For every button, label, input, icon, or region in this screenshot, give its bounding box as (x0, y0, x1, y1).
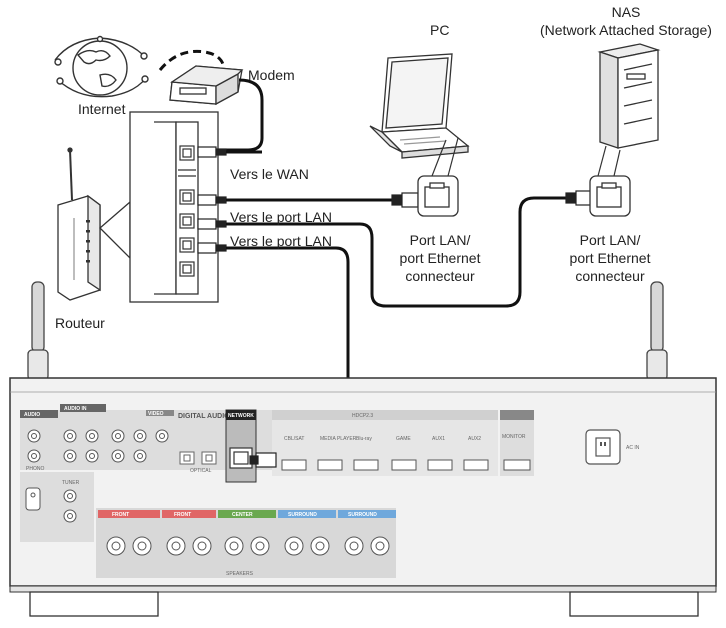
router-label: Routeur (55, 315, 105, 331)
nas-port-line1: Port LAN/ (579, 232, 641, 248)
svg-text:SURROUND: SURROUND (288, 512, 317, 518)
phono-label: PHONO (26, 466, 44, 472)
router-back-panel (129, 111, 219, 303)
svg-text:FRONT: FRONT (112, 512, 129, 518)
globe-icon (54, 35, 149, 98)
receiver-feet (29, 591, 699, 617)
network-label: NETWORK (228, 413, 254, 419)
pc-port-line2: port Ethernet (399, 250, 481, 266)
svg-text:CBL/SAT: CBL/SAT (284, 436, 304, 442)
router-zoom-callout (99, 200, 131, 260)
network-port (229, 447, 253, 469)
svg-text:AUX2: AUX2 (468, 436, 481, 442)
router-plugs (197, 146, 227, 254)
audio-jacks (27, 429, 169, 523)
optical-label: OPTICAL (190, 468, 212, 474)
speaker-group-headers: FRONT FRONT CENTER SURROUND SURROUND (98, 510, 396, 518)
ethernet-port-icon (417, 175, 459, 217)
digital-audio-label: DIGITAL AUDIO (178, 413, 230, 420)
wan-cable (212, 78, 264, 152)
receiver-antenna-left (27, 281, 49, 391)
speakers-label: SPEAKERS (226, 571, 254, 577)
lan-port-label-1: Vers le port LAN (230, 209, 332, 225)
nas-plug (565, 190, 593, 206)
tuner-label: TUNER (62, 480, 80, 486)
pc-plug (391, 192, 419, 208)
internet-label: Internet (78, 101, 126, 117)
svg-text:GAME: GAME (396, 436, 411, 442)
lan-port-label-2: Vers le port LAN (230, 233, 332, 249)
modem-icon (169, 65, 244, 106)
nas-icon (597, 43, 661, 149)
nas-subtitle: (Network Attached Storage) (540, 22, 712, 38)
nas-title: NAS (611, 4, 641, 20)
internet-link (158, 49, 226, 71)
audio-in-label: AUDIO (24, 412, 40, 418)
svg-text:MEDIA PLAYER: MEDIA PLAYER (320, 436, 357, 442)
receiver-plug (249, 452, 277, 468)
pc-port-line3: connecteur (405, 268, 475, 284)
nas-port-line3: connecteur (575, 268, 645, 284)
svg-text:AUX1: AUX1 (432, 436, 445, 442)
router-icon (57, 147, 101, 301)
video-label: VIDEO (148, 411, 164, 417)
speaker-terminals (106, 536, 390, 556)
pc-port-line1: Port LAN/ (409, 232, 471, 248)
svg-text:SURROUND: SURROUND (348, 512, 377, 518)
receiver-antenna-right (646, 281, 668, 391)
laptop-icon (369, 53, 470, 159)
pc-label: PC (430, 22, 450, 38)
hdmi-input-labels: CBL/SAT MEDIA PLAYER Blu-ray GAME AUX1 A… (284, 436, 481, 442)
wan-label: Vers le WAN (230, 166, 309, 182)
svg-text:Blu-ray: Blu-ray (356, 436, 372, 442)
ac-inlet (585, 429, 621, 465)
nas-cable (226, 196, 566, 308)
svg-text:CENTER: CENTER (232, 512, 253, 518)
nas-ethernet-port-icon (589, 175, 631, 217)
modem-label: Modem (248, 67, 295, 83)
svg-text:AUDIO IN: AUDIO IN (64, 406, 87, 412)
monitor-label: MONITOR (502, 434, 526, 440)
router-lan-ports (179, 145, 195, 277)
svg-text:FRONT: FRONT (174, 512, 191, 518)
hdmi-label: HDCP2.3 (352, 413, 373, 419)
ac-in-label: AC IN (626, 445, 640, 451)
nas-port-line2: port Ethernet (569, 250, 651, 266)
hdmi-ports (281, 459, 489, 471)
